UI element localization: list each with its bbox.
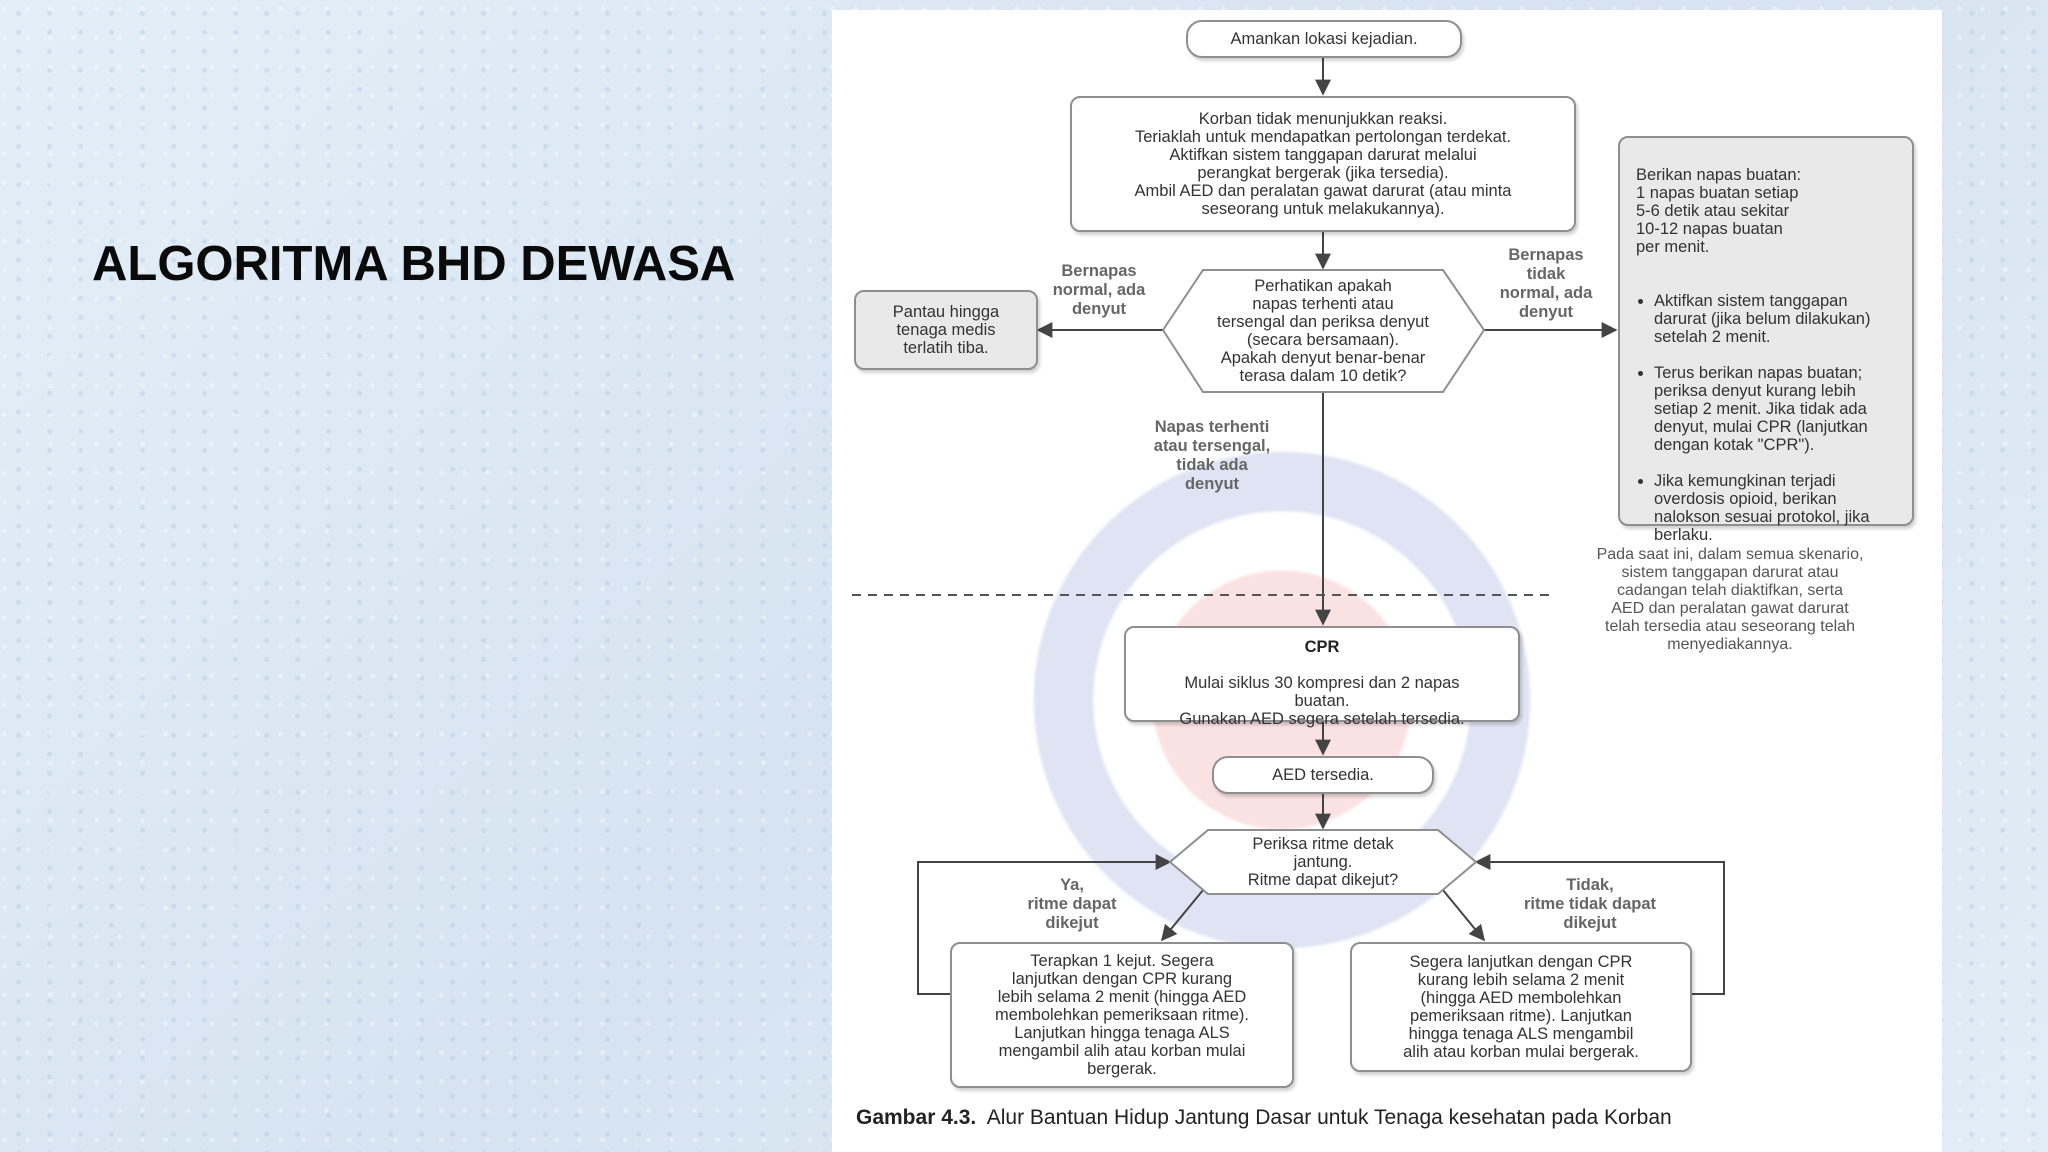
cpr-text: Mulai siklus 30 kompresi dan 2 napas bua… <box>1179 674 1465 728</box>
no-response-box: Korban tidak menunjukkan reaksi. Teriakl… <box>1070 96 1576 232</box>
slide-title: ALGORITMA BHD DEWASA <box>92 237 736 291</box>
label-abnormal-pulse: Bernapas tidak normal, ada denyut <box>1499 246 1593 321</box>
label-shockable: Ya, ritme dapat dikejut <box>1027 876 1117 932</box>
check-breathing-text: Perhatikan apakah napas terhenti atau te… <box>1217 277 1429 385</box>
figure-caption: Gambar 4.3. Alur Bantuan Hidup Jantung D… <box>856 1106 1672 1130</box>
rescue-breathing-box: Berikan napas buatan: 1 napas buatan set… <box>1618 136 1914 544</box>
rescue-breathing-intro: Berikan napas buatan: 1 napas buatan set… <box>1636 166 1802 256</box>
secure-scene-box: Amankan lokasi kejadian. <box>1186 20 1462 58</box>
monitor-box: Pantau hingga tenaga medis terlatih tiba… <box>854 290 1038 370</box>
arrow-rhythm-to-noshock <box>1437 883 1486 942</box>
no-shock-action-box: Segera lanjutkan dengan CPR kurang lebih… <box>1350 942 1692 1072</box>
cpr-title: CPR <box>1304 638 1340 656</box>
loop-shock-to-rhythm <box>917 854 1172 995</box>
flowchart-figure: Amankan lokasi kejadian. Korban tidak me… <box>832 10 1942 1152</box>
cpr-box: CPR Mulai siklus 30 kompresi dan 2 napas… <box>1124 626 1520 728</box>
figure-caption-text: Alur Bantuan Hidup Jantung Dasar untuk T… <box>986 1106 1672 1129</box>
rescue-breathing-step: Aktifkan sistem tanggapan darurat (jika … <box>1654 292 1896 346</box>
scenario-note: Pada saat ini, dalam semua skenario, sis… <box>1596 546 1864 653</box>
check-breathing-diamond <box>1161 269 1486 393</box>
rescue-breathing-step: Jika kemungkinan terjadi overdosis opioi… <box>1654 472 1896 544</box>
label-no-breath: Napas terhenti atau tersengal, tidak ada… <box>1153 418 1271 493</box>
shock-action-box: Terapkan 1 kejut. Segera lanjutkan denga… <box>950 942 1294 1088</box>
rescue-breathing-steps: Aktifkan sistem tanggapan darurat (jika … <box>1636 274 1896 562</box>
label-normal-pulse: Bernapas normal, ada denyut <box>1052 262 1146 318</box>
aed-available-box: AED tersedia. <box>1212 756 1434 794</box>
check-rhythm-diamond <box>1168 829 1478 895</box>
loop-noshock-to-rhythm <box>1474 854 1725 995</box>
arrow-rhythm-to-shock <box>1160 883 1209 942</box>
check-rhythm-text: Periksa ritme detak jantung. Ritme dapat… <box>1247 835 1399 889</box>
flowchart-connectors <box>852 58 1725 995</box>
figure-number: Gambar 4.3. <box>856 1106 977 1129</box>
label-not-shockable: Tidak, ritme tidak dapat dikejut <box>1523 876 1657 932</box>
rescue-breathing-step: Terus berikan napas buatan; periksa deny… <box>1654 364 1896 454</box>
